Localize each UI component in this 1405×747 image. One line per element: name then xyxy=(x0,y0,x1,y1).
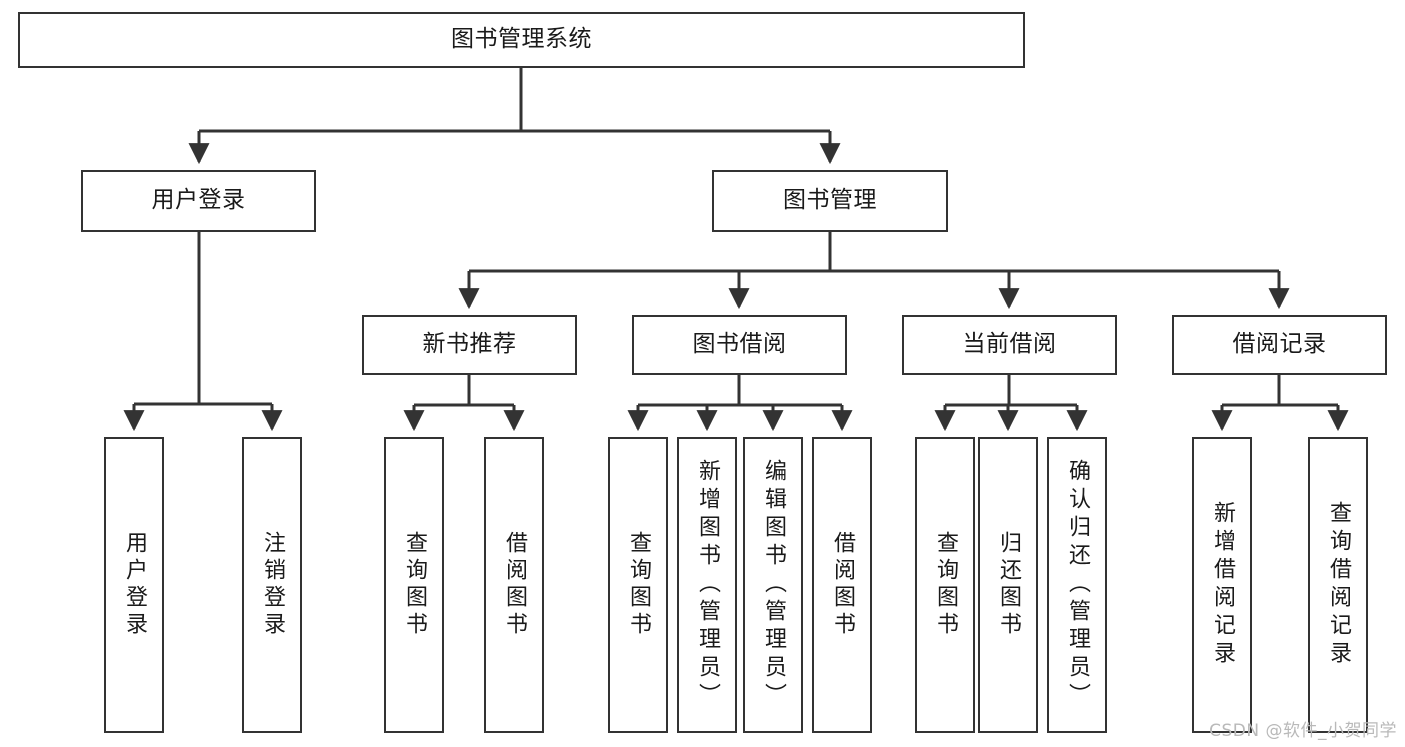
node-leaf-user-login[interactable]: 用户登录 xyxy=(104,437,164,733)
node-user-login-label: 用户登录 xyxy=(151,187,246,214)
node-leaf-user-login-label: 用户登录 xyxy=(122,531,147,639)
node-current-borrow-label: 当前借阅 xyxy=(962,331,1057,358)
node-leaf-add-book[interactable]: 新增图书（管理员） xyxy=(677,437,737,733)
node-new-book-recommend-label: 新书推荐 xyxy=(422,331,517,358)
csdn-watermark: CSDN @软件_小贺同学 xyxy=(1209,721,1397,741)
node-borrow-record[interactable]: 借阅记录 xyxy=(1172,315,1387,375)
node-leaf-add-record[interactable]: 新增借阅记录 xyxy=(1192,437,1252,733)
node-root-label: 图书管理系统 xyxy=(451,26,592,53)
node-leaf-borrow-book-1-label: 借阅图书 xyxy=(502,531,527,639)
node-root[interactable]: 图书管理系统 xyxy=(18,12,1025,68)
node-leaf-return-book-label: 归还图书 xyxy=(996,531,1021,639)
node-leaf-borrow-book-2[interactable]: 借阅图书 xyxy=(812,437,872,733)
node-leaf-confirm-return-label: 确认归还（管理员） xyxy=(1065,459,1090,711)
node-leaf-query-book-3-label: 查询图书 xyxy=(933,531,958,639)
node-leaf-edit-book[interactable]: 编辑图书（管理员） xyxy=(743,437,803,733)
node-leaf-query-book-1[interactable]: 查询图书 xyxy=(384,437,444,733)
node-leaf-query-book-2-label: 查询图书 xyxy=(626,531,651,639)
node-borrow-record-label: 借阅记录 xyxy=(1232,331,1327,358)
node-user-login[interactable]: 用户登录 xyxy=(81,170,316,232)
node-new-book-recommend[interactable]: 新书推荐 xyxy=(362,315,577,375)
node-leaf-logout[interactable]: 注销登录 xyxy=(242,437,302,733)
node-leaf-query-book-2[interactable]: 查询图书 xyxy=(608,437,668,733)
node-leaf-edit-book-label: 编辑图书（管理员） xyxy=(761,459,786,711)
node-leaf-query-record-label: 查询借阅记录 xyxy=(1326,501,1351,669)
node-leaf-return-book[interactable]: 归还图书 xyxy=(978,437,1038,733)
node-book-borrow[interactable]: 图书借阅 xyxy=(632,315,847,375)
node-book-borrow-label: 图书借阅 xyxy=(692,331,787,358)
node-leaf-logout-label: 注销登录 xyxy=(260,531,285,639)
node-book-manage-label: 图书管理 xyxy=(783,187,877,214)
node-book-manage[interactable]: 图书管理 xyxy=(712,170,948,232)
node-leaf-add-book-label: 新增图书（管理员） xyxy=(695,459,720,711)
node-leaf-query-record[interactable]: 查询借阅记录 xyxy=(1308,437,1368,733)
node-leaf-query-book-1-label: 查询图书 xyxy=(402,531,427,639)
node-leaf-borrow-book-1[interactable]: 借阅图书 xyxy=(484,437,544,733)
node-leaf-borrow-book-2-label: 借阅图书 xyxy=(830,531,855,639)
node-leaf-query-book-3[interactable]: 查询图书 xyxy=(915,437,975,733)
node-leaf-confirm-return[interactable]: 确认归还（管理员） xyxy=(1047,437,1107,733)
node-leaf-add-record-label: 新增借阅记录 xyxy=(1210,501,1235,669)
node-current-borrow[interactable]: 当前借阅 xyxy=(902,315,1117,375)
